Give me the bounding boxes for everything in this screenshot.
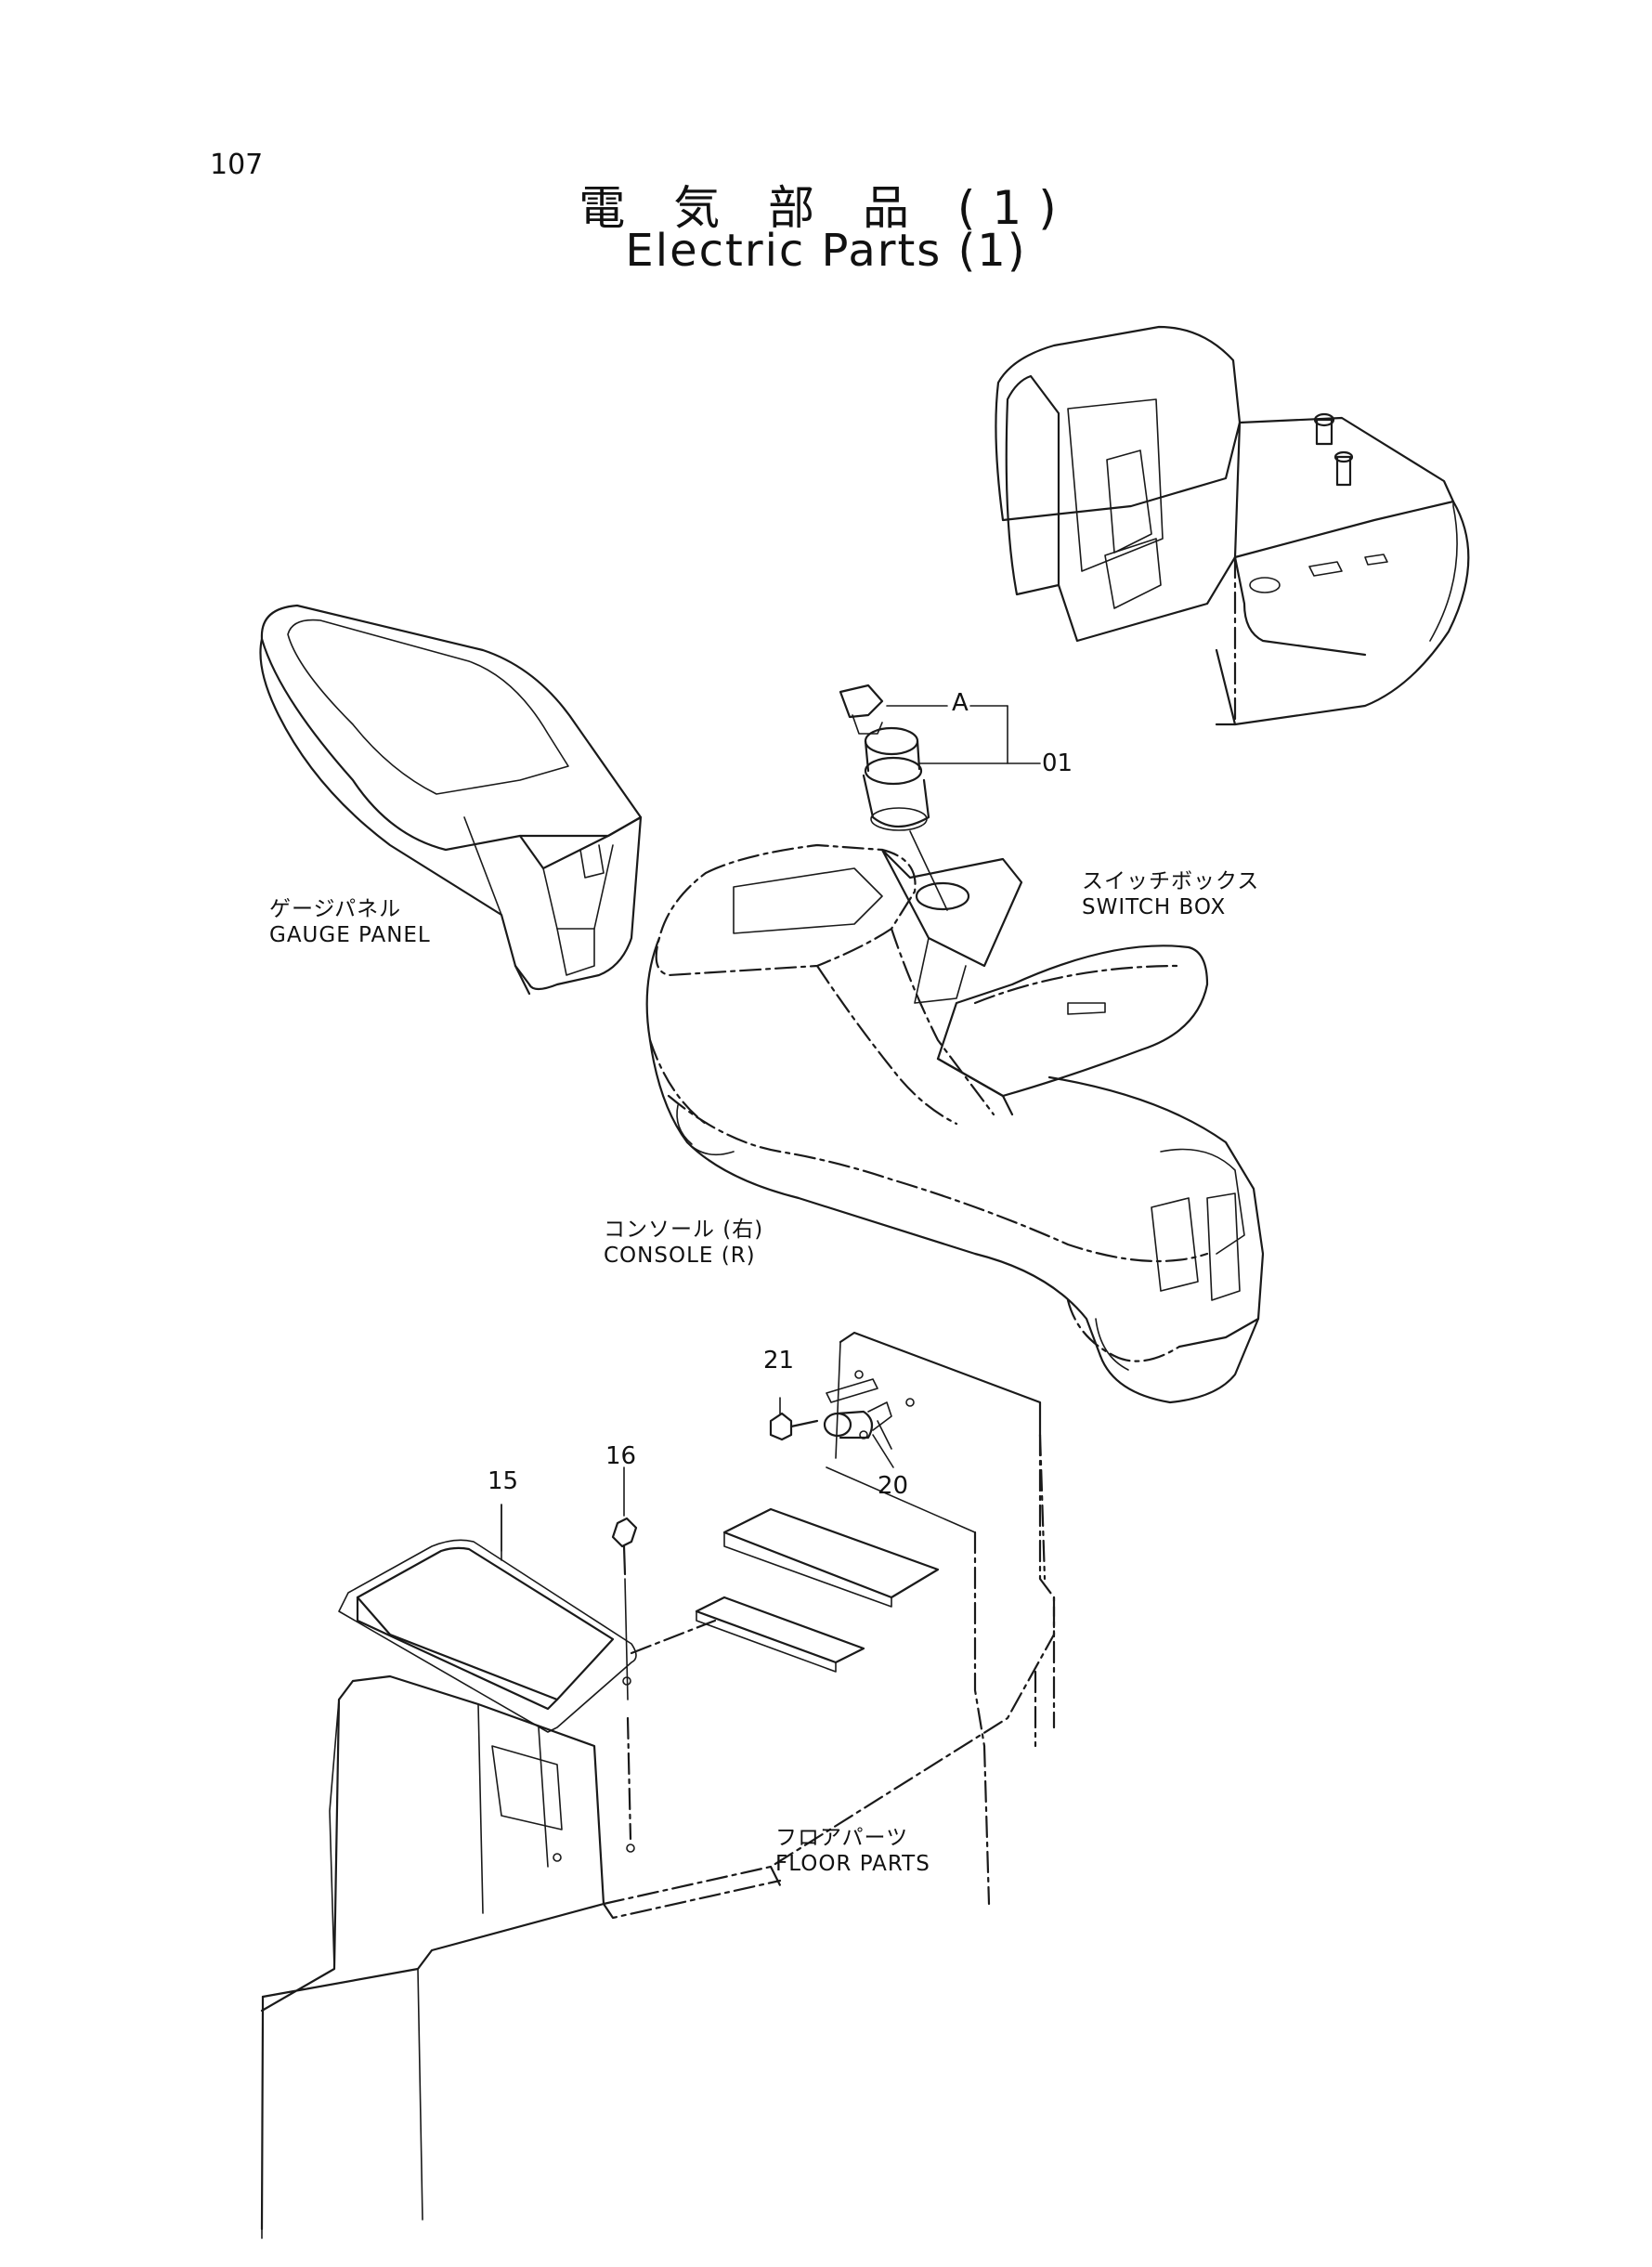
gauge-panel-label: ゲージパネル GAUGE PANEL	[269, 896, 431, 948]
console-right-label-jp: コンソール (右)	[604, 1218, 764, 1242]
gauge-panel-drawing	[259, 604, 643, 996]
floor-parts-drawing	[260, 1433, 1056, 2239]
cover-and-bolt-drawing	[338, 1466, 638, 1853]
callout-part-01: 01	[1042, 749, 1073, 777]
floor-parts-label: フロアパーツ FLOOR PARTS	[775, 1825, 930, 1877]
console-right-label-en: CONSOLE (R)	[604, 1244, 756, 1268]
title-japanese: 電 気 部 品 (1)	[579, 181, 1073, 235]
console-right-label: コンソール (右) CONSOLE (R)	[604, 1217, 763, 1269]
switch-box-label: スイッチボックス SWITCH BOX	[1082, 868, 1259, 920]
callout-part-21: 21	[763, 1347, 795, 1375]
gauge-panel-label-en: GAUGE PANEL	[269, 923, 431, 947]
title-english: Electric Parts (1)	[625, 225, 1027, 277]
key-switch-drawing	[839, 684, 948, 911]
bracket-and-fasteners-drawing	[769, 1331, 1047, 1581]
callout-a: A	[952, 689, 969, 717]
floor-parts-label-en: FLOOR PARTS	[775, 1852, 930, 1876]
page-number: 107	[210, 149, 264, 181]
callout-part-16: 16	[605, 1442, 637, 1470]
console-right-drawing	[645, 843, 1265, 1404]
part-number-leaders	[501, 1434, 894, 1552]
switch-box-label-jp: スイッチボックス	[1082, 869, 1260, 893]
gauge-panel-label-jp: ゲージパネル	[269, 897, 402, 921]
callout-leaders-a-01	[886, 705, 1041, 764]
switch-box-label-en: SWITCH BOX	[1082, 895, 1227, 919]
excavator-cab-drawing	[995, 325, 1470, 726]
callout-part-15: 15	[488, 1467, 519, 1495]
floor-parts-label-jp: フロアパーツ	[775, 1826, 909, 1850]
callout-part-20: 20	[878, 1472, 909, 1500]
